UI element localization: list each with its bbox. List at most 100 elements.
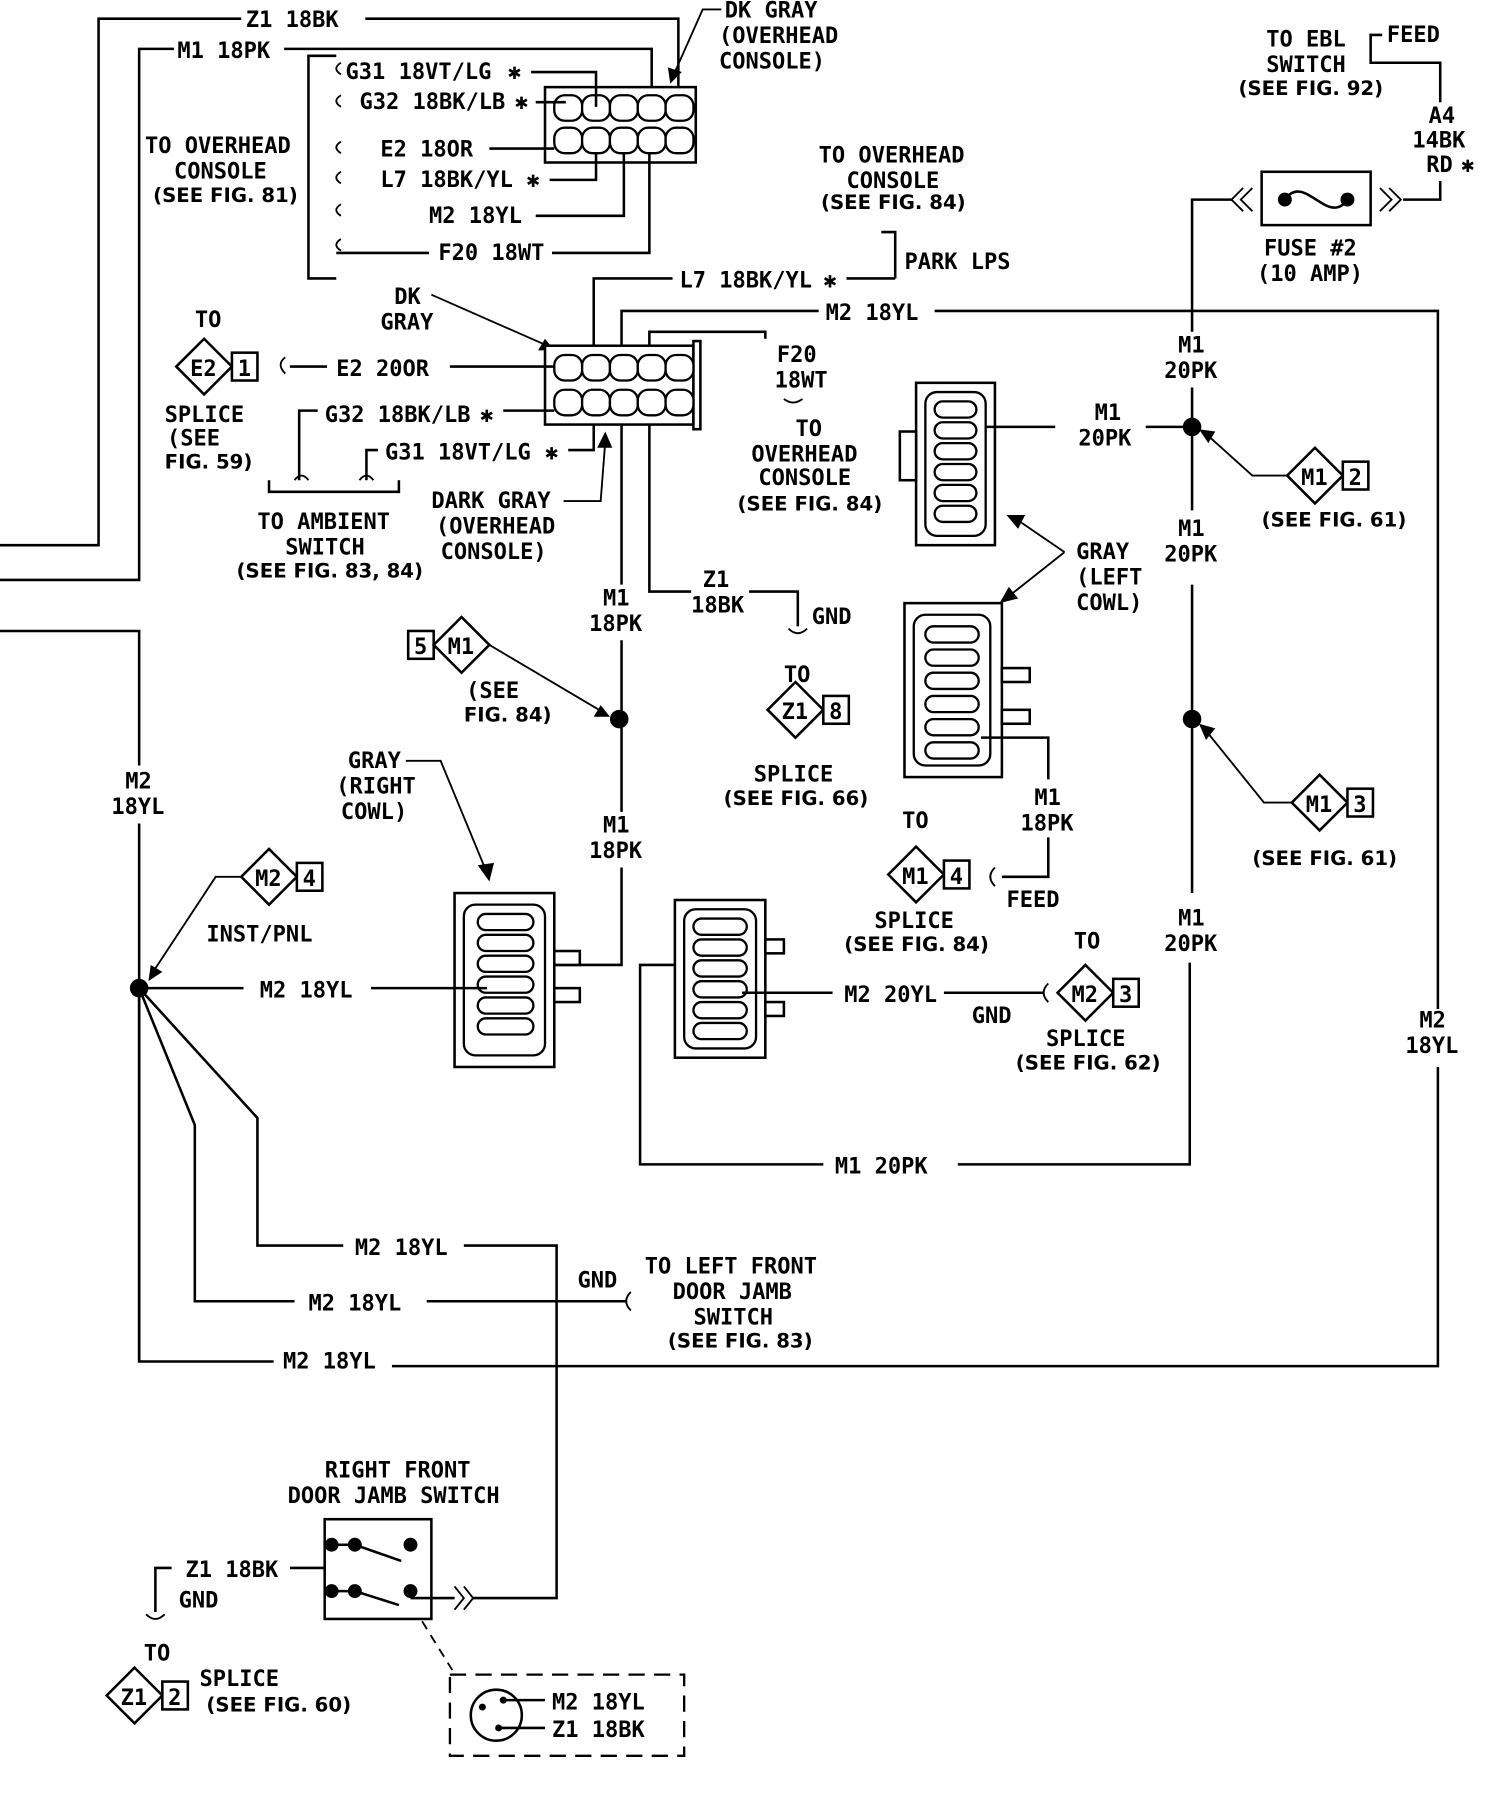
splice-59-line3: FIG. 59) — [165, 451, 253, 474]
e2-to-label: TO — [195, 308, 222, 333]
see-84-line2: FIG. 84) — [464, 703, 552, 726]
svg-text:3: 3 — [1119, 983, 1132, 1008]
dark-gray-line1: DARK GRAY — [431, 489, 551, 514]
m2-fan-1 — [138, 987, 344, 1247]
ambient-break-marks — [293, 474, 375, 481]
f20-top-wire — [551, 153, 651, 255]
fuse-2 — [1230, 170, 1403, 227]
gray-left-cowl-leader-b — [1008, 551, 1066, 597]
m1-18pk-c-line1: M1 — [1034, 786, 1061, 811]
gray-right-cowl-leader — [405, 759, 486, 868]
break-mark — [335, 61, 342, 76]
overhead-81-bracket — [307, 54, 337, 280]
to-overhead-84-top-line3: (SEE FIG. 84) — [821, 191, 966, 214]
left-front-line3: SWITCH — [693, 1305, 773, 1330]
m1-18pk-b-line1: M1 — [603, 814, 630, 839]
to-overhead-84-mid-line1: TO — [795, 417, 822, 442]
g32-mid-lead — [297, 409, 318, 481]
break-mark — [787, 627, 808, 635]
svg-text:M2: M2 — [255, 867, 282, 892]
dk-gray-overhead-leader — [674, 8, 722, 73]
m2-fan-2 — [137, 987, 295, 1303]
fuse-label-line2: (10 AMP) — [1257, 262, 1363, 287]
dark-gray-line3: CONSOLE) — [441, 540, 547, 565]
g31-mid-star: ✱ — [545, 440, 558, 465]
svg-text:M1: M1 — [448, 635, 475, 660]
see-61-a: (SEE FIG. 61) — [1262, 509, 1407, 532]
m2-mid-wire-right — [934, 309, 1440, 1010]
splice-62-line1: SPLICE — [1046, 1027, 1126, 1052]
m2-top-wire — [535, 153, 626, 218]
m2-left-line2: 18YL — [111, 795, 164, 820]
svg-text:3: 3 — [1353, 793, 1366, 818]
center-connector — [673, 898, 786, 1059]
e2-20or-label: E2 20OR — [336, 357, 430, 382]
arrowhead — [667, 67, 682, 84]
gray-right-cowl-line1: GRAY — [348, 749, 402, 774]
break-mark — [279, 356, 286, 375]
m1-splice-3-badge: M1 3 — [1289, 772, 1375, 833]
g32-mid-label: G32 18BK/LB — [325, 403, 471, 428]
to-overhead-84-top-line1: TO OVERHEAD — [819, 143, 965, 168]
l7-top-wire — [549, 153, 598, 182]
gray-right-cowl-line2: (RIGHT — [336, 774, 416, 799]
svg-text:4: 4 — [303, 867, 316, 892]
break-mark — [335, 203, 342, 217]
m1-20pk-c-line2: 20PK — [1164, 542, 1218, 567]
dk-gray-overhead-line3: CONSOLE) — [719, 50, 825, 75]
dk-gray-mid-line2: GRAY — [380, 310, 434, 335]
z1-bottom-gnd-wire — [154, 1566, 172, 1612]
m1-right-vert-c — [957, 962, 1192, 1166]
dk-gray-mid-line1: DK — [394, 285, 421, 310]
splice-84-line2: (SEE FIG. 84) — [844, 933, 989, 956]
splice-84-line1: SPLICE — [874, 909, 954, 934]
arrowhead — [999, 586, 1019, 604]
g32-top-star: ✱ — [515, 90, 528, 115]
g31-mid-label: G31 18VT/LG — [385, 440, 531, 465]
e2-18or-label: E2 18OR — [380, 138, 474, 163]
m1-20pk-a-line2: 20PK — [1078, 426, 1132, 451]
right-front-line2: DOOR JAMB SWITCH — [288, 1484, 500, 1509]
gnd-bottom-label: GND — [577, 1268, 617, 1293]
to-overhead-84-mid-line3: CONSOLE — [758, 466, 851, 491]
m1-20pk-d-line1: M1 — [1178, 907, 1205, 932]
z1-gnd-wire — [749, 590, 800, 627]
to-overhead-81-line1: TO OVERHEAD — [145, 134, 291, 159]
gray-right-cowl-line3: COWL) — [341, 800, 407, 825]
g31-mid-lead — [365, 448, 379, 481]
m1-18pk-top-label: M1 18PK — [177, 39, 271, 64]
connector-detail-box — [448, 1673, 686, 1757]
left-front-line1: TO LEFT FRONT — [645, 1254, 817, 1279]
to-overhead-84-top-line2: CONSOLE — [847, 169, 940, 194]
svg-text:2: 2 — [168, 1686, 181, 1711]
break-mark — [335, 170, 342, 185]
splice-59-line1: SPLICE — [165, 403, 245, 428]
arrowhead — [1006, 515, 1026, 529]
gnd-mid-label: GND — [812, 605, 852, 630]
z1-bottom-label: Z1 18BK — [186, 1558, 280, 1583]
svg-text:M1: M1 — [1306, 793, 1333, 818]
m1-splice-3-leader — [1205, 730, 1292, 804]
l7-mid-star: ✱ — [823, 269, 836, 294]
feed-mid-label: FEED — [1007, 888, 1060, 913]
m1-outer-wire — [0, 47, 174, 582]
overhead-connector-top — [543, 85, 698, 164]
g31-top-label: G31 18VT/LG — [346, 60, 492, 85]
svg-text:4: 4 — [950, 865, 963, 890]
ebl-line2: SWITCH — [1266, 53, 1346, 78]
m1-splice-5-leader — [488, 644, 604, 713]
feed-top-label: FEED — [1387, 23, 1440, 48]
arrowhead — [1199, 723, 1216, 740]
l7-mid-wire — [592, 277, 673, 346]
a4-line1: A4 — [1429, 104, 1456, 129]
m1-4-to-label: TO — [902, 809, 929, 834]
m1-18pk-b-line2: 18PK — [589, 839, 643, 864]
left-cowl-connector-upper — [898, 381, 997, 547]
g31-top-star: ✱ — [508, 60, 521, 85]
svg-text:Z1: Z1 — [782, 700, 809, 725]
dk-gray-mid-leader — [430, 293, 548, 347]
m2-splice-4-badge: M2 4 — [239, 847, 324, 907]
ebl-line1: TO EBL — [1266, 28, 1346, 53]
break-mark — [1042, 982, 1049, 1003]
